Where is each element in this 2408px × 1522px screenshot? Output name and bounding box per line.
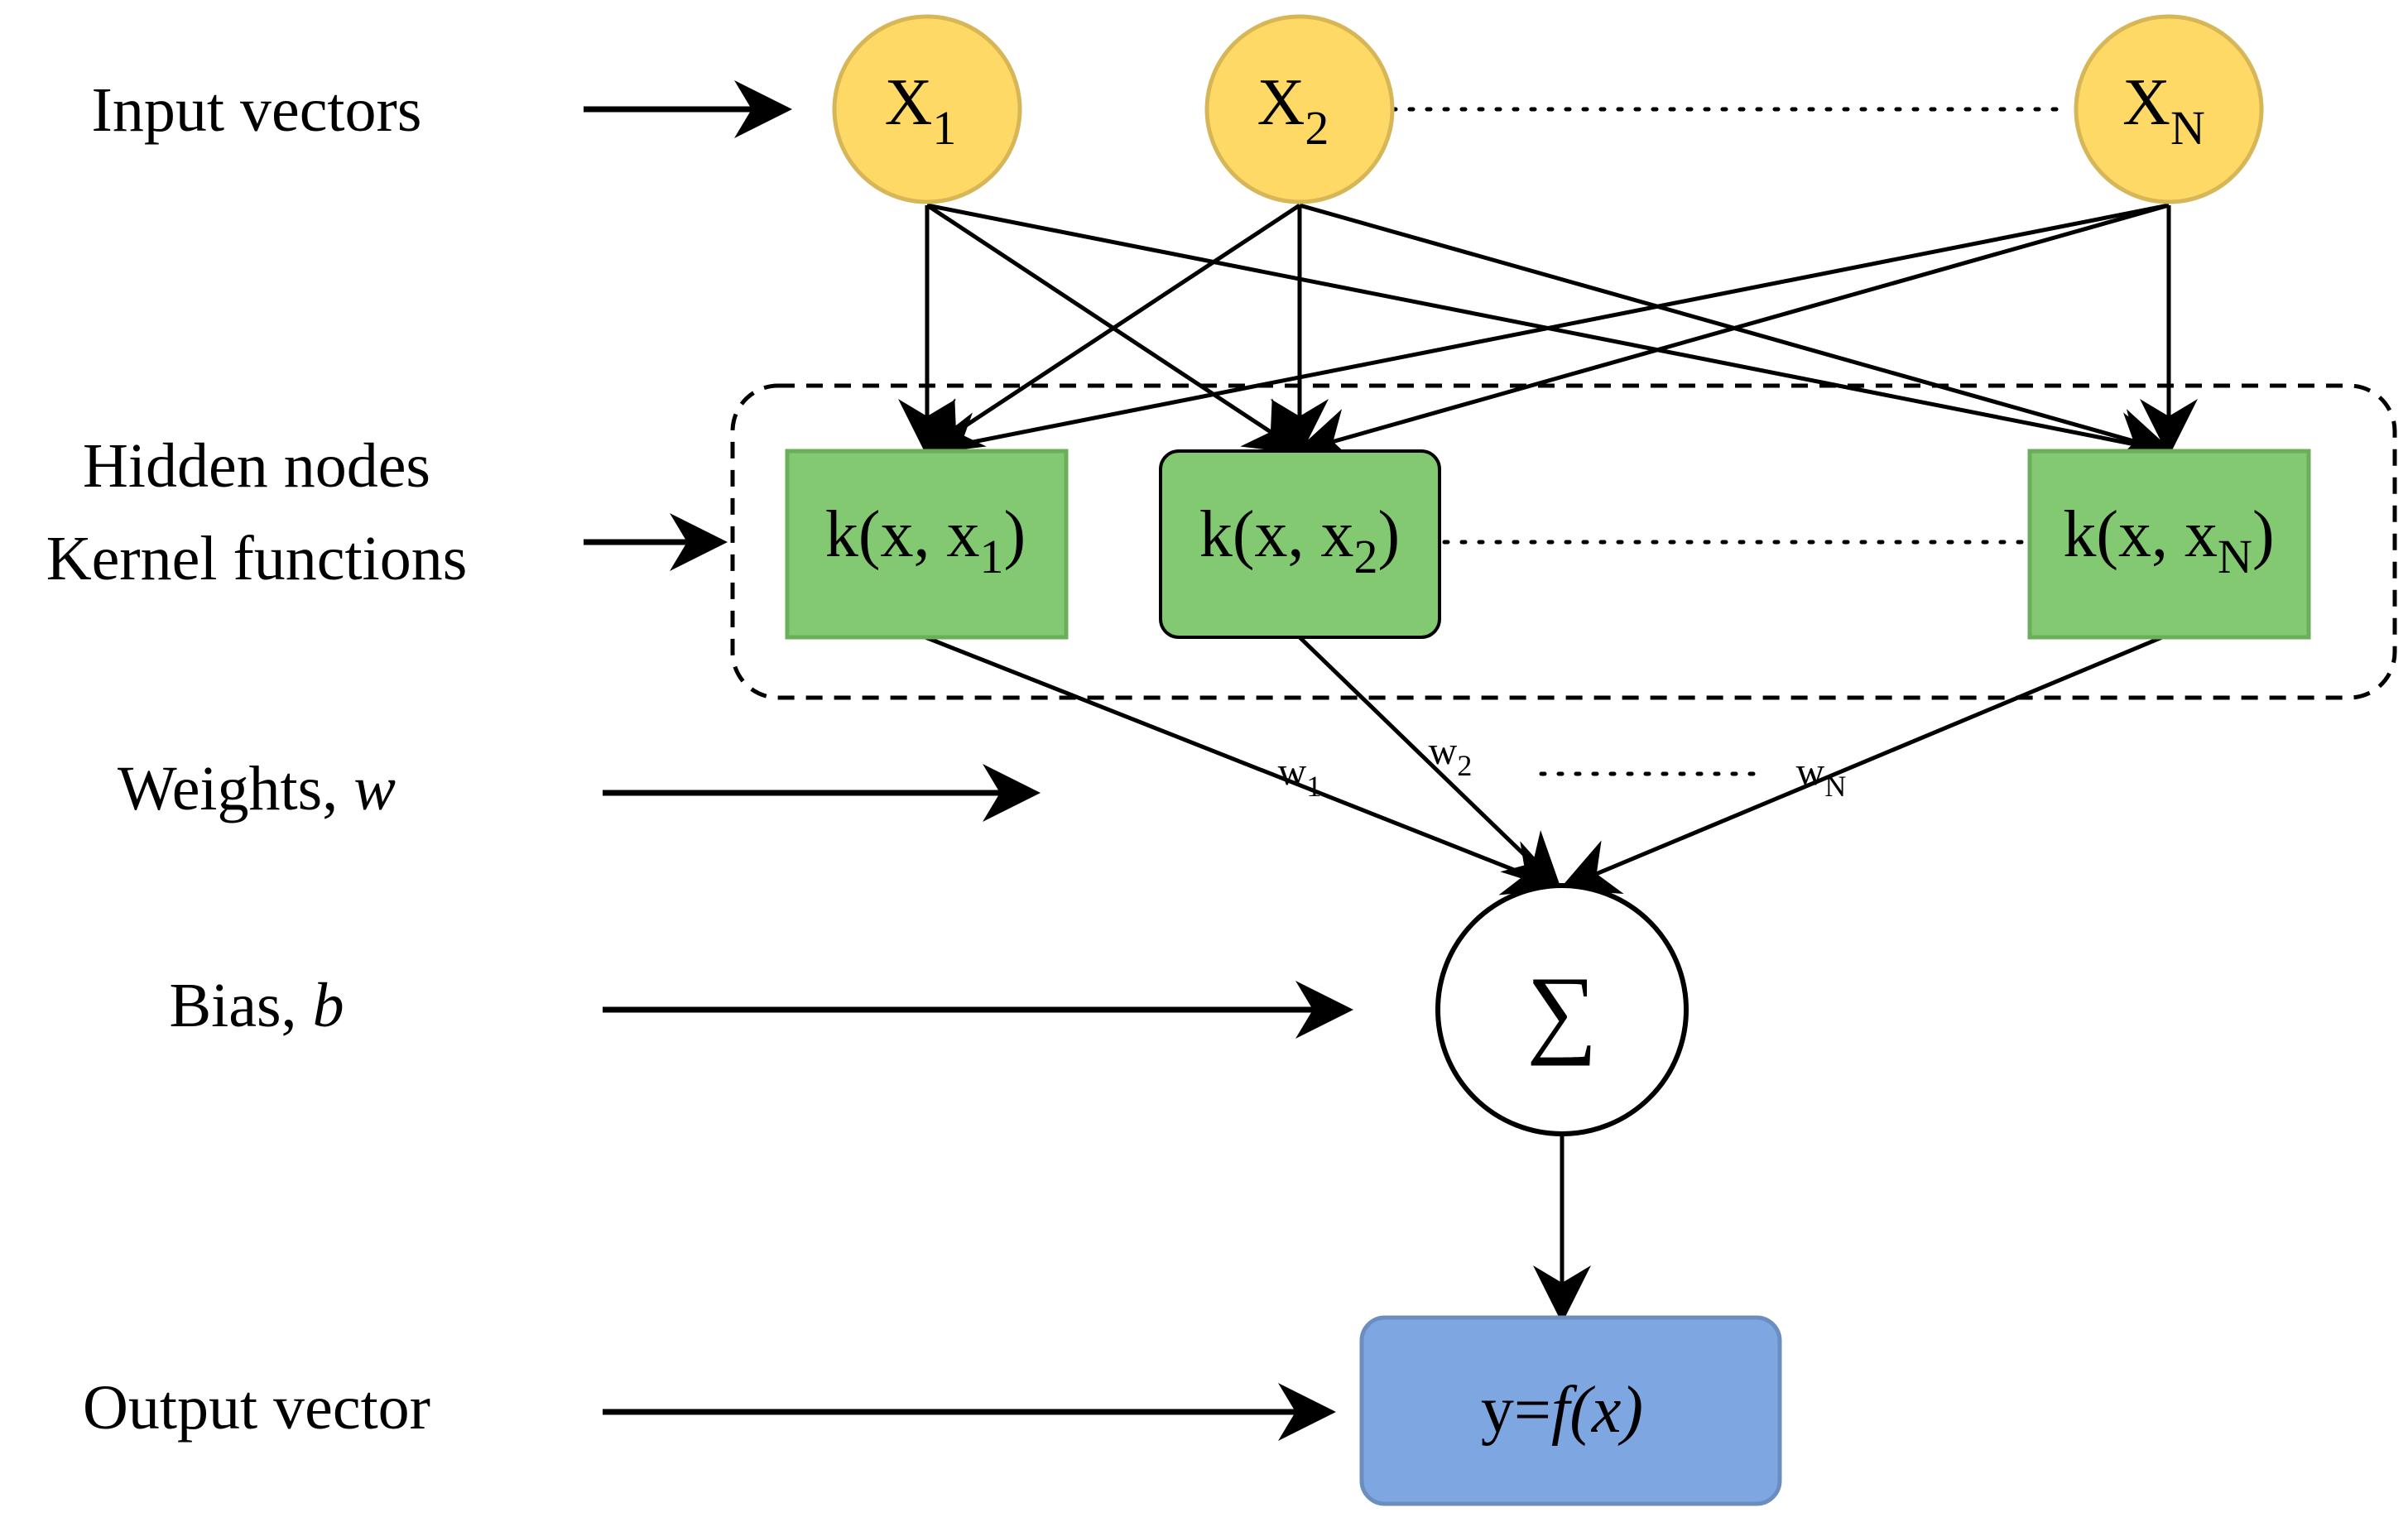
kernel-node-1-label: k(x, x1)	[825, 498, 1026, 583]
summation-circle	[1435, 883, 1689, 1136]
input-node-x1: X1	[832, 14, 1022, 204]
kernel-node-2-box	[1159, 449, 1441, 639]
edge-k1-sum	[925, 635, 1564, 895]
weights-label: Weights, w	[118, 754, 396, 823]
kernel-node-1-box	[785, 449, 1069, 640]
output-node: y=f(x)	[1359, 1315, 1782, 1506]
weight-label-n-sub: N	[1824, 770, 1846, 803]
summation-symbol: ∑	[1526, 956, 1598, 1066]
input-node-xn-base: X	[2122, 66, 2170, 139]
edge-k2-sum	[1298, 636, 1563, 891]
bias-label: Bias, b	[169, 971, 344, 1040]
kernel-node-2-suffix: )	[1378, 498, 1401, 571]
kernel-node-n-label: k(x, xN)	[2063, 498, 2274, 583]
weight-label-2: w2	[1429, 729, 1473, 782]
kernel-node-1: k(x, x1)	[785, 449, 1069, 640]
kernel-node-n-suffix: )	[2252, 498, 2275, 571]
input-node-x2: X2	[1204, 14, 1395, 204]
input-node-xn-label: XN	[2122, 66, 2205, 155]
weight-label-n: wN	[1796, 750, 1847, 803]
bias-var: b	[313, 971, 344, 1040]
input-node-x2-circle	[1204, 14, 1395, 204]
output-vector-label: Output vector	[83, 1373, 430, 1443]
edge-xn-k2	[1294, 203, 2170, 465]
hidden-nodes-label: Hidden nodes	[83, 431, 430, 501]
kernel-node-1-prefix: k(x, x	[825, 498, 980, 571]
weights-var: w	[353, 754, 396, 823]
weight-label-1-sub: 1	[1306, 770, 1321, 803]
kernel-node-n-prefix: k(x, x	[2063, 498, 2218, 571]
bias-text: Bias,	[169, 971, 312, 1040]
input-node-x1-sub: 1	[932, 101, 956, 155]
weights-text: Weights,	[118, 754, 353, 823]
input-node-x2-label: X2	[1257, 66, 1329, 155]
input-node-xn-sub: N	[2170, 101, 2205, 155]
edge-x2-k1	[922, 203, 1301, 454]
output-label: y=f(x)	[1481, 1374, 1643, 1447]
weight-label-n-base: w	[1796, 750, 1825, 794]
kernel-node-2-sub: 2	[1354, 530, 1378, 583]
kernel-functions-label: Kernel functions	[46, 524, 468, 593]
kernel-node-n: k(x, xN)	[2027, 449, 2311, 640]
kernel-node-2-label: k(x, x2)	[1199, 498, 1400, 583]
hidden-layer-container	[730, 383, 2397, 700]
input-node-xn-circle	[2074, 14, 2264, 204]
kernel-node-2: k(x, x2)	[1159, 449, 1441, 639]
edge-xn-k1	[921, 203, 2170, 470]
input-node-x1-label: X1	[885, 66, 957, 155]
weight-label-1-base: w	[1278, 750, 1307, 794]
input-node-x2-sub: 2	[1305, 101, 1329, 155]
kernel-node-n-sub: N	[2218, 530, 2252, 583]
summation-node: ∑	[1435, 883, 1689, 1136]
kernel-sum-edges	[925, 635, 2163, 895]
kernel-node-2-prefix: k(x, x	[1199, 498, 1354, 571]
weight-label-2-base: w	[1429, 729, 1458, 773]
output-label-func: f(x)	[1551, 1374, 1643, 1447]
weight-label-1: w1	[1278, 750, 1322, 803]
input-node-xn: XN	[2074, 14, 2264, 204]
output-label-prefix: y=	[1481, 1374, 1551, 1447]
input-node-x1-circle	[832, 14, 1022, 204]
input-vectors-label: Input vectors	[92, 75, 422, 145]
kernel-node-1-sub: 1	[980, 530, 1004, 583]
kernel-node-n-box	[2027, 449, 2311, 640]
kernel-node-1-suffix: )	[1004, 498, 1026, 571]
edge-kn-sum	[1559, 635, 2163, 894]
weight-label-2-sub: 2	[1457, 749, 1472, 782]
input-node-x2-base: X	[1257, 66, 1305, 139]
input-kernel-edges	[898, 203, 2198, 470]
input-node-x1-base: X	[885, 66, 933, 139]
output-box	[1359, 1315, 1782, 1506]
